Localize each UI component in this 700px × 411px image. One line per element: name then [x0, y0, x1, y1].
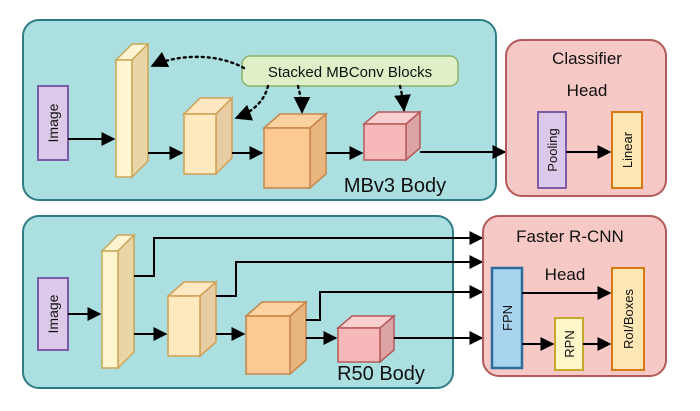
- top-block-2: [182, 96, 234, 176]
- roi-boxes-box: [611, 267, 645, 371]
- pooling-label: Pooling: [545, 128, 560, 171]
- stacked-mbconv-annotation: [241, 55, 459, 87]
- linear-label: Linear: [620, 131, 635, 168]
- fpn-box: [490, 266, 524, 370]
- bottom-image-box: [37, 277, 69, 351]
- rpn-box: [554, 317, 584, 371]
- bottom-block-4: [335, 314, 397, 364]
- annotation-arrow-2: [234, 84, 270, 121]
- faster-rcnn-title: Faster R-CNN: [516, 227, 624, 246]
- classifier-head-title: Classifier: [552, 49, 622, 68]
- classifier-head-subtitle: Head: [567, 81, 608, 100]
- linear-box: [611, 111, 643, 189]
- annotation-arrow-4: [394, 84, 411, 112]
- mbv3-body-panel: [22, 19, 497, 201]
- top-image-label: Image: [45, 103, 61, 142]
- annotation-arrow-1: [150, 51, 246, 70]
- faster-rcnn-subtitle: Head: [545, 265, 586, 284]
- bottom-block-3: [244, 300, 308, 376]
- roi-boxes-label: RoI/Boxes: [621, 289, 636, 349]
- fpn-label: FPN: [500, 305, 515, 331]
- r50-body-label: R50 Body: [337, 363, 425, 385]
- bottom-image-label: Image: [45, 294, 61, 333]
- mbv3-body-label: MBv3 Body: [344, 175, 446, 197]
- annotation-arrow-3: [293, 84, 311, 114]
- top-image-box: [37, 85, 69, 161]
- skip-connection-block2: [216, 255, 484, 297]
- top-block-4: [361, 110, 423, 162]
- skip-connection-block1: [134, 231, 484, 277]
- pooling-box: [537, 111, 567, 189]
- skip-connection-block3: [306, 285, 484, 321]
- top-block-1: [114, 42, 150, 179]
- top-block-3: [262, 112, 328, 190]
- bottom-block-2: [166, 280, 218, 358]
- stacked-mbconv-label: Stacked MBConv Blocks: [268, 64, 432, 81]
- bottom-block-1: [100, 233, 136, 370]
- rpn-label: RPN: [562, 330, 577, 357]
